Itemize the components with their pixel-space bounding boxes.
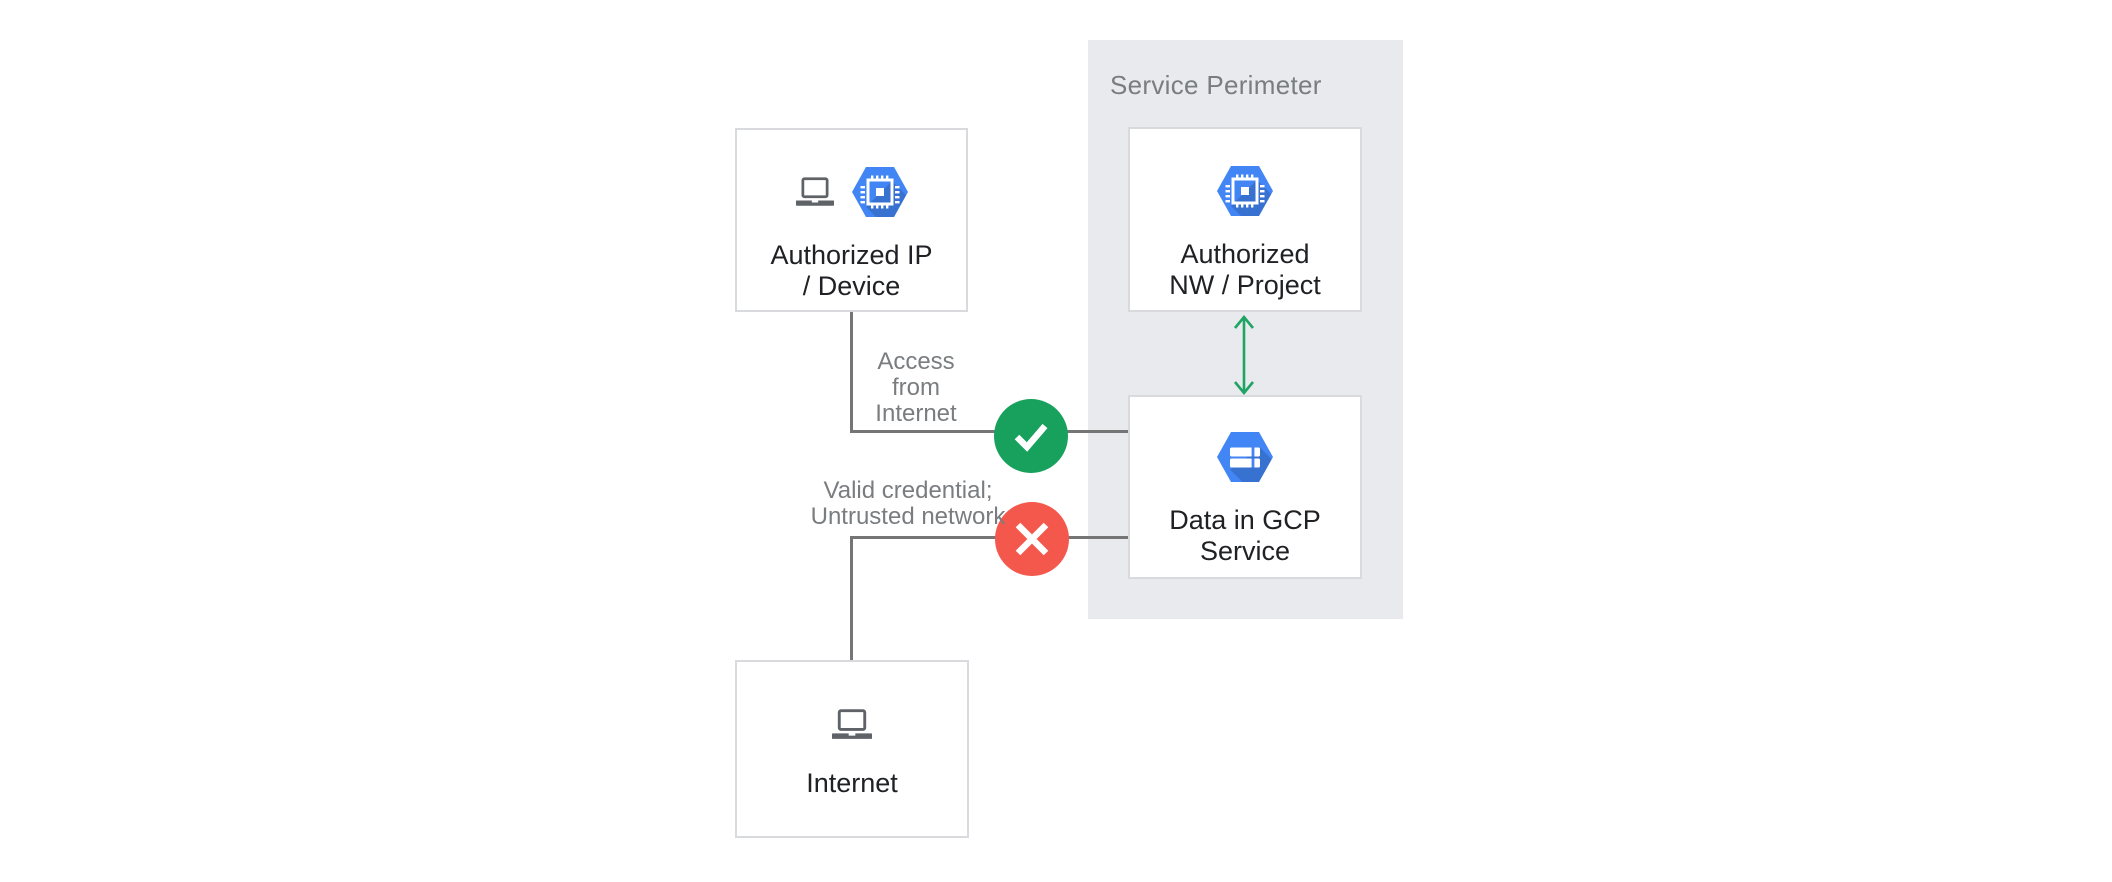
node-authorized-ip-device: Authorized IP / Device [735, 128, 968, 312]
node-internet: Internet [735, 660, 969, 838]
node-data-in-gcp-service: Data in GCP Service [1128, 395, 1362, 579]
check-icon [1014, 423, 1048, 452]
laptop-icon [795, 177, 834, 206]
allowed-status-badge [994, 399, 1068, 473]
node-label: Internet [806, 768, 898, 798]
bidirectional-arrow-icon [1233, 314, 1255, 396]
node-authorized-nw-project: Authorized NW / Project [1128, 127, 1362, 312]
cross-icon [1015, 522, 1049, 556]
compute-engine-hexagon-icon [1217, 166, 1273, 216]
service-perimeter-label: Service Perimeter [1110, 70, 1322, 100]
edge-untrusted-horizontal-line [850, 536, 1128, 539]
laptop-icon [832, 708, 872, 739]
edge-access-label: Access from Internet [875, 348, 957, 427]
denied-status-badge [995, 502, 1069, 576]
compute-engine-hexagon-icon [851, 167, 908, 217]
edge-untrusted-vertical-line [850, 538, 853, 660]
storage-hexagon-icon [1217, 432, 1273, 482]
edge-access-vertical-line [850, 312, 853, 432]
node-label: Authorized NW / Project [1169, 239, 1321, 300]
edge-access-horizontal-line [850, 430, 1128, 433]
node-label: Authorized IP / Device [770, 240, 933, 301]
edge-untrusted-label: Valid credential; Untrusted network [810, 477, 1006, 530]
node-label: Data in GCP Service [1169, 505, 1321, 566]
